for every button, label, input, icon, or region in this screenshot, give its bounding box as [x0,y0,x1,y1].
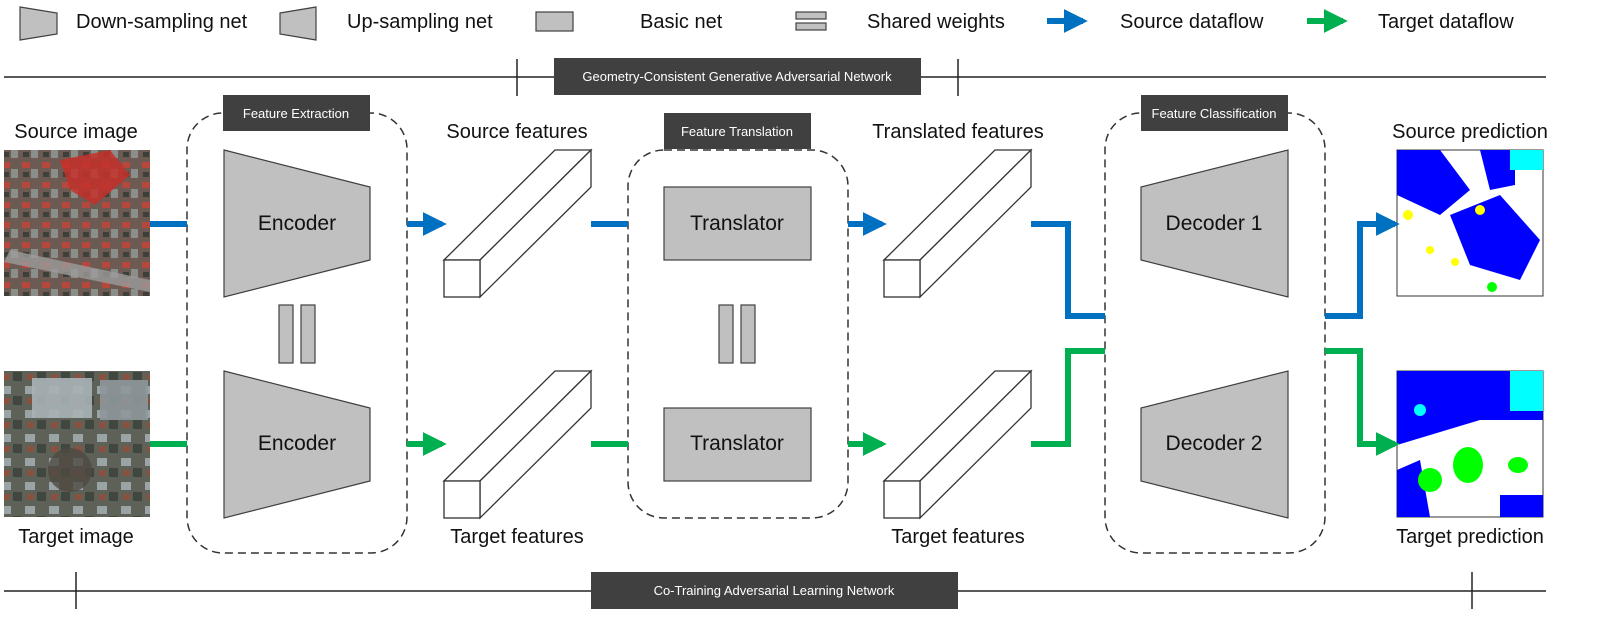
target-image [4,371,150,517]
encoder-top-label: Encoder [258,212,336,235]
top-band: Geometry-Consistent Generative Adversari… [4,58,1546,96]
shared-weights-legend-icon [795,11,827,31]
target-dataflow [150,348,1400,456]
source-features-block [442,148,593,299]
feature-translation-tag [664,113,811,149]
target-features-block-2 [882,369,1033,520]
legend-source-dataflow-label: Source dataflow [1120,11,1264,33]
decoder-1-label: Decoder 1 [1166,212,1263,235]
translator-shared-weights-icon [718,304,756,364]
translated-features-block [882,148,1033,299]
source-prediction-caption: Source prediction [1392,121,1548,143]
legend-basic-net-label: Basic net [640,11,723,33]
source-image-caption: Source image [14,121,137,143]
co-training-band-tag [591,572,958,609]
encoder-bottom-label: Encoder [258,432,336,455]
down-sampling-legend-icon [19,6,58,41]
decoder-2-label: Decoder 2 [1166,432,1263,455]
legend-down-sampling-label: Down-sampling net [76,11,248,33]
target-prediction-map [1396,370,1544,518]
legend-shared-weights-label: Shared weights [867,11,1005,33]
feature-translation-group [627,149,849,519]
co-training-band-label: Co-Training Adversarial Learning Network [654,583,895,598]
target-prediction-caption: Target prediction [1396,526,1544,548]
feature-extraction-tag [223,95,370,131]
gan-band-label: Geometry-Consistent Generative Adversari… [582,69,892,84]
legend: Down-sampling net Up-sampling net Basic … [19,6,1514,41]
feature-classification-label: Feature Classification [1152,106,1277,121]
source-features-caption: Source features [446,121,587,143]
feature-translation-label: Feature Translation [681,124,793,139]
source-prediction-map [1396,149,1544,297]
translator-bottom [663,407,812,482]
gan-band-tag [554,58,921,95]
target-features-caption-2: Target features [891,526,1024,548]
source-image [4,150,150,296]
target-image-caption: Target image [18,526,134,548]
decoder-2 [1140,370,1289,519]
encoder-top [223,149,371,298]
target-features-caption-1: Target features [450,526,583,548]
up-sampling-legend-icon [279,6,317,41]
feature-classification-group [1104,112,1326,554]
decoder-1 [1140,149,1289,298]
target-features-block-1 [442,369,593,520]
translated-features-caption: Translated features [872,121,1044,143]
feature-extraction-group [186,112,408,554]
encoder-shared-weights-icon [278,304,316,364]
basic-net-legend-icon [535,11,574,32]
translator-top-label: Translator [690,212,784,235]
feature-extraction-label: Feature Extraction [243,106,349,121]
bottom-band: Co-Training Adversarial Learning Network [4,572,1546,609]
legend-target-dataflow-label: Target dataflow [1378,11,1514,33]
translator-top [663,186,812,261]
legend-up-sampling-label: Up-sampling net [347,11,493,33]
source-dataflow [150,212,1400,319]
translator-bottom-label: Translator [690,432,784,455]
feature-classification-tag [1141,95,1288,131]
encoder-bottom [223,370,371,519]
